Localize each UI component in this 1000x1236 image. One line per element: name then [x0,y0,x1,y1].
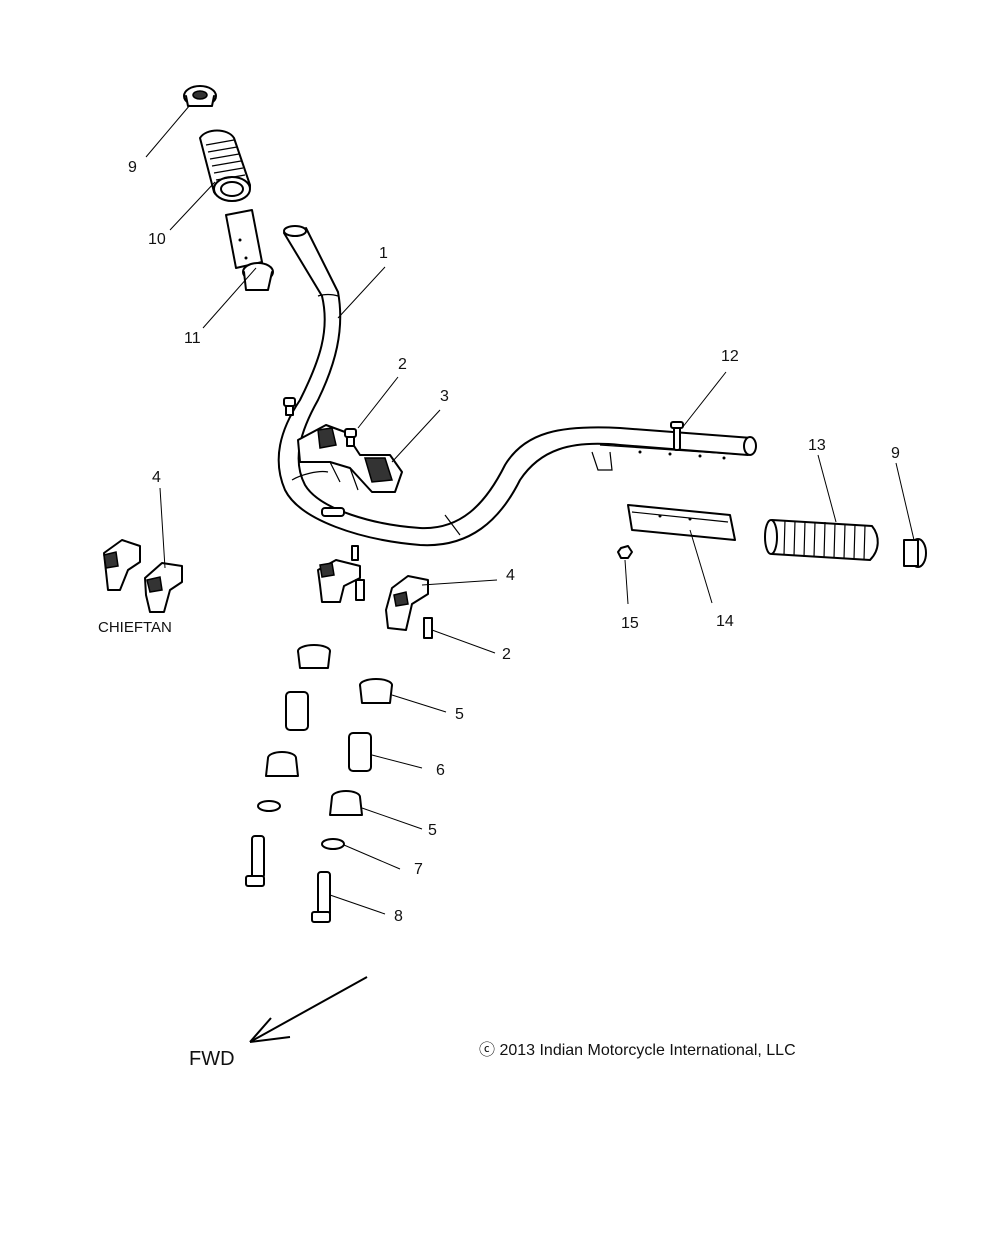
chieftan-label: CHIEFTAN [98,619,172,636]
screw [670,421,684,451]
callout-15: 15 [621,615,639,632]
upper-clamp [297,424,403,493]
left-grip [199,129,251,202]
switch-housing [627,504,736,541]
callout-8: 8 [394,908,403,925]
leader-lines [145,104,915,915]
nut [617,545,633,559]
callout-6: 6 [436,762,445,779]
callout-12: 12 [721,348,739,365]
right-grip [764,519,879,561]
chieftan-risers [103,539,183,613]
clamp-bolts [283,397,357,447]
handlebar [277,225,757,547]
callout-2-riser: 2 [502,646,511,663]
callout-10: 10 [148,231,166,248]
callout-3: 3 [440,388,449,405]
callout-4-riser: 4 [506,567,515,584]
callout-11: 11 [184,330,201,347]
lower-risers [317,545,433,639]
callout-14: 14 [716,613,734,630]
callout-9-left: 9 [128,159,137,176]
copyright-text: ⓒ 2013 Indian Motorcycle International, … [479,1042,796,1059]
callout-5-lower: 5 [428,822,437,839]
grip-end-caps [183,85,927,568]
fwd-label: FWD [189,1048,235,1070]
throttle-tube [225,209,274,291]
riser-bushings [265,644,393,816]
callout-9-right: 9 [891,445,900,462]
callout-7: 7 [414,861,423,878]
callout-4-chieftan: 4 [152,469,161,486]
callout-2-clamp: 2 [398,356,407,373]
riser-spacers [285,691,372,772]
callout-13: 13 [808,437,826,454]
washers [257,800,345,850]
fwd-arrow [249,976,368,1043]
callout-5-upper: 5 [455,706,464,723]
callout-1: 1 [379,245,388,262]
riser-bolts [245,835,331,923]
